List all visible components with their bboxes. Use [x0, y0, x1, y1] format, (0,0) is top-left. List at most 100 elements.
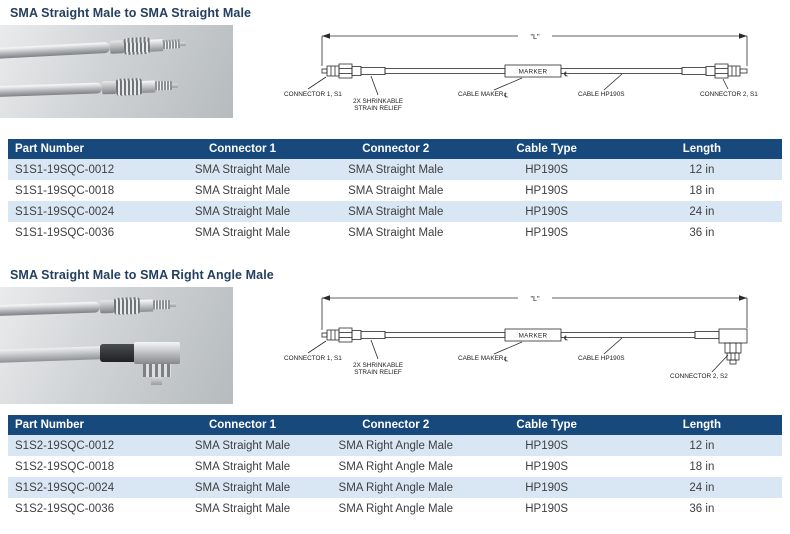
connector2-cell: SMA Right Angle Male [338, 502, 453, 515]
length-cell: 18 in [689, 184, 715, 197]
cable-type-cell: HP190S [525, 460, 569, 473]
technical-drawing-straight-straight: "L" [282, 26, 787, 131]
cable-image [0, 41, 111, 60]
length-cell: 12 in [689, 439, 715, 452]
header-connector2: Connector 2 [319, 139, 472, 159]
table-row: S1S1-19SQC-0012 SMA Straight Male SMA St… [8, 159, 782, 180]
connector2-cell: SMA Right Angle Male [338, 439, 453, 452]
cable-type-cell: HP190S [525, 163, 569, 176]
sma-straight-connector-image [0, 77, 179, 101]
header-cable-type: Cable Type [471, 139, 622, 159]
parts-table-straight-rightangle: Part Number Connector 1 Connector 2 Cabl… [8, 415, 782, 519]
connector-pin-image [169, 302, 177, 307]
connector1-cell: SMA Straight Male [194, 502, 291, 515]
connector-body-image [141, 80, 156, 93]
cable-image [0, 345, 111, 364]
dimension-label: "L" [530, 32, 540, 41]
connector-pin-image [179, 41, 186, 46]
connector-hex-nut-image [143, 364, 171, 377]
length-cell: 36 in [689, 226, 715, 239]
cable-type-label: CABLE HP190S [578, 91, 625, 98]
dimension-line [321, 33, 748, 66]
connector2-cell: SMA Right Angle Male [338, 481, 453, 494]
connector1-label: CONNECTOR 1, S1 [284, 91, 342, 98]
header-part-number: Part Number [8, 139, 166, 159]
cable-maker-label: CABLE MAKER [458, 355, 504, 362]
connector-body-image [134, 342, 180, 364]
cable-image [0, 301, 101, 317]
connector1-cell: SMA Straight Male [194, 163, 291, 176]
connector-body-image [149, 38, 164, 52]
connector2-cell: SMA Straight Male [348, 205, 444, 218]
part-number-cell: S1S2-19SQC-0012 [15, 439, 115, 452]
part-number-cell: S1S1-19SQC-0012 [15, 163, 115, 176]
part-number-cell: S1S2-19SQC-0018 [15, 460, 115, 473]
connector2-cell: SMA Straight Male [348, 163, 444, 176]
table-row: S1S2-19SQC-0024 SMA Straight Male SMA Ri… [8, 477, 782, 498]
length-cell: 18 in [689, 460, 715, 473]
connector2-label: CONNECTOR 2, S2 [670, 373, 728, 380]
header-length: Length [621, 415, 782, 435]
part-number-cell: S1S2-19SQC-0024 [15, 481, 115, 494]
table-row: S1S1-19SQC-0024 SMA Straight Male SMA St… [8, 201, 782, 222]
connector2-label: CONNECTOR 2, S1 [700, 91, 758, 98]
connector-crimp-image [99, 299, 115, 314]
connector-body-image [139, 299, 154, 312]
marker-box-label: MARKER [519, 69, 548, 76]
cable-maker-label: CABLE MAKER [458, 91, 504, 98]
length-cell: 12 in [689, 163, 715, 176]
strain-relief-label-line1: 2X SHRINKABLE [353, 98, 403, 105]
cable-assembly-outline [321, 327, 748, 365]
technical-drawing-straight-rightangle: "L" [282, 288, 787, 405]
centerline-symbol: ℄ [503, 92, 508, 99]
cable-type-label: CABLE HP190S [578, 355, 625, 362]
cable-type-cell: HP190S [525, 439, 569, 452]
section-title-straight-straight: SMA Straight Male to SMA Straight Male [10, 6, 252, 20]
part-number-cell: S1S1-19SQC-0018 [15, 184, 115, 197]
table-row: S1S2-19SQC-0036 SMA Straight Male SMA Ri… [8, 498, 782, 519]
table-row: S1S1-19SQC-0036 SMA Straight Male SMA St… [8, 222, 782, 243]
length-cell: 36 in [689, 502, 715, 515]
table-row: S1S2-19SQC-0018 SMA Straight Male SMA Ri… [8, 456, 782, 477]
sma-straight-connector-image [0, 35, 186, 62]
length-cell: 24 in [689, 481, 715, 494]
cable-type-cell: HP190S [525, 205, 569, 218]
header-part-number: Part Number [8, 415, 166, 435]
product-photo-straight-rightangle [0, 287, 233, 404]
connector-thread-image [152, 299, 171, 310]
connector1-cell: SMA Straight Male [194, 481, 291, 494]
strain-relief-label-line2: STRAIN RELIEF [354, 369, 402, 376]
header-connector2: Connector 2 [319, 415, 472, 435]
connector2-cell: SMA Right Angle Male [338, 460, 453, 473]
connector-pin-image [171, 83, 179, 88]
header-cable-type: Cable Type [471, 415, 622, 435]
connector-knurl-nut-image [113, 297, 141, 315]
cable-type-cell: HP190S [525, 184, 569, 197]
strain-relief-label-line2: STRAIN RELIEF [354, 105, 402, 112]
dimension-line [321, 295, 748, 330]
connector-knurl-nut-image [123, 36, 151, 56]
length-cell: 24 in [689, 205, 715, 218]
part-number-cell: S1S1-19SQC-0036 [15, 226, 115, 239]
cable-type-cell: HP190S [525, 226, 569, 239]
cable-image [0, 82, 103, 98]
header-connector1: Connector 1 [165, 415, 320, 435]
header-connector1: Connector 1 [165, 139, 320, 159]
dimension-label: "L" [530, 294, 540, 303]
leader-lines [307, 337, 729, 373]
table-header-row: Part Number Connector 1 Connector 2 Cabl… [8, 139, 782, 159]
header-length: Length [621, 139, 782, 159]
connector1-cell: SMA Straight Male [194, 184, 291, 197]
parts-table-straight-straight: Part Number Connector 1 Connector 2 Cabl… [8, 139, 782, 243]
connector1-label: CONNECTOR 1, S1 [284, 355, 342, 362]
centerline-symbol: ℄ [503, 356, 508, 363]
connector1-cell: SMA Straight Male [194, 439, 291, 452]
connector-pin-image [151, 377, 162, 385]
centerline-symbol: ℄ [563, 335, 568, 342]
connector1-cell: SMA Straight Male [194, 205, 291, 218]
cable-type-cell: HP190S [525, 502, 569, 515]
table-row: S1S1-19SQC-0018 SMA Straight Male SMA St… [8, 180, 782, 201]
connector-crimp-image [101, 80, 117, 95]
connector-knurl-nut-image [115, 77, 143, 96]
